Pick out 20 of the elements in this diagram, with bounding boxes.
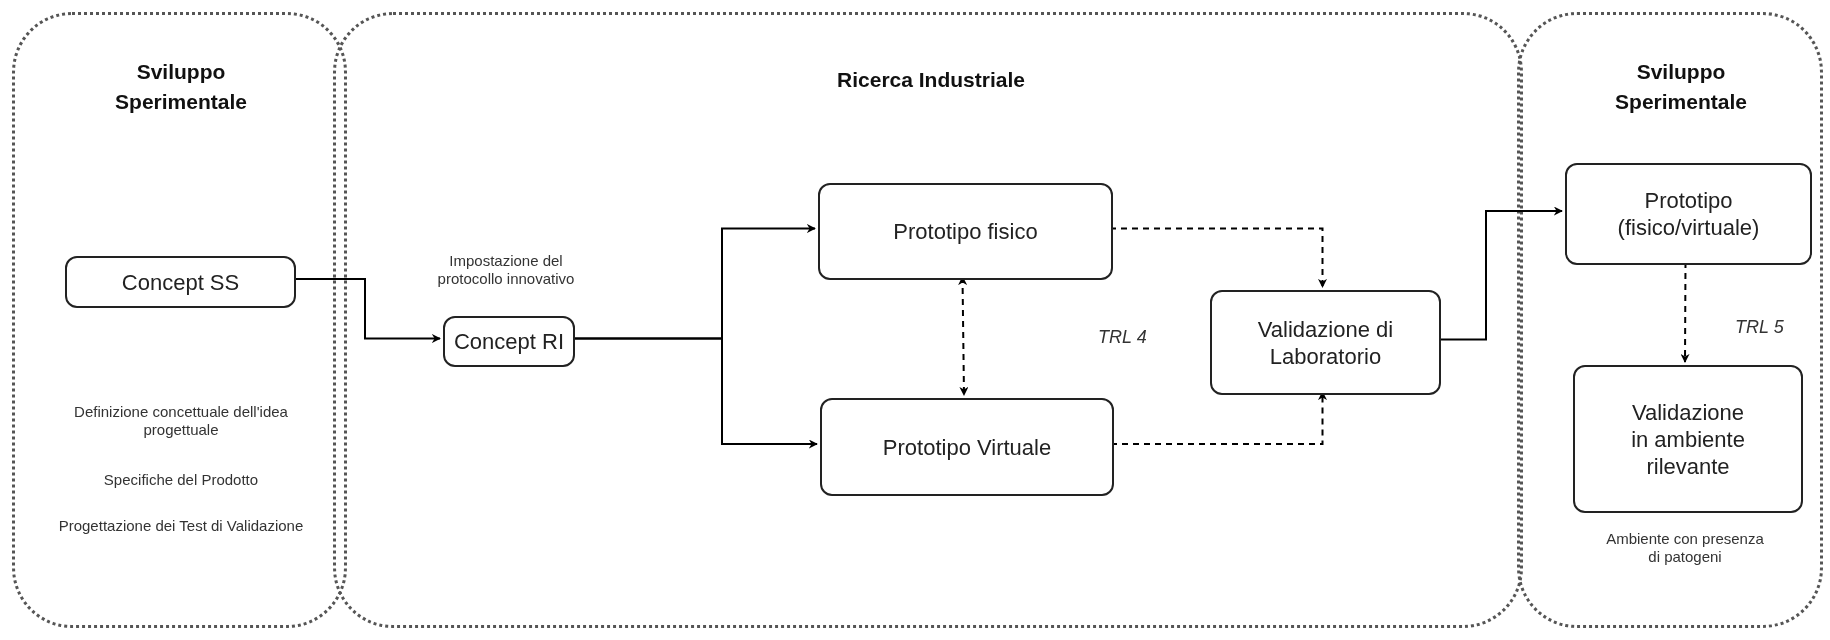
annotation-text: Impostazione del protocollo innovativo — [436, 252, 576, 288]
process-box: Prototipo (fisico/virtuale) — [1565, 163, 1812, 265]
annotation-text: Ambiente con presenza di patogeni — [1605, 530, 1765, 566]
process-box: Validazione in ambiente rilevante — [1573, 365, 1803, 513]
process-box: Concept RI — [443, 316, 575, 367]
process-box: Concept SS — [65, 256, 296, 308]
panel-heading: Ricerca Industriale — [836, 67, 1026, 93]
note-text: Definizione concettuale dell'idea progettuale — [73, 403, 289, 439]
process-box: Prototipo fisico — [818, 183, 1113, 280]
trl-label: TRL 4 — [1098, 326, 1147, 348]
phase-panel — [333, 12, 1523, 628]
phase-panel — [1517, 12, 1823, 628]
trl-label: TRL 5 — [1735, 316, 1784, 338]
note-text: Specifiche del Prodotto — [102, 471, 260, 489]
process-box: Prototipo Virtuale — [820, 398, 1114, 496]
note-text: Progettazione dei Test di Validazione — [57, 517, 305, 535]
panel-heading: Sviluppo Sperimentale — [114, 59, 248, 115]
phase-panel — [12, 12, 347, 628]
process-box: Validazione di Laboratorio — [1210, 290, 1441, 395]
panel-heading: Sviluppo Sperimentale — [1614, 59, 1748, 115]
